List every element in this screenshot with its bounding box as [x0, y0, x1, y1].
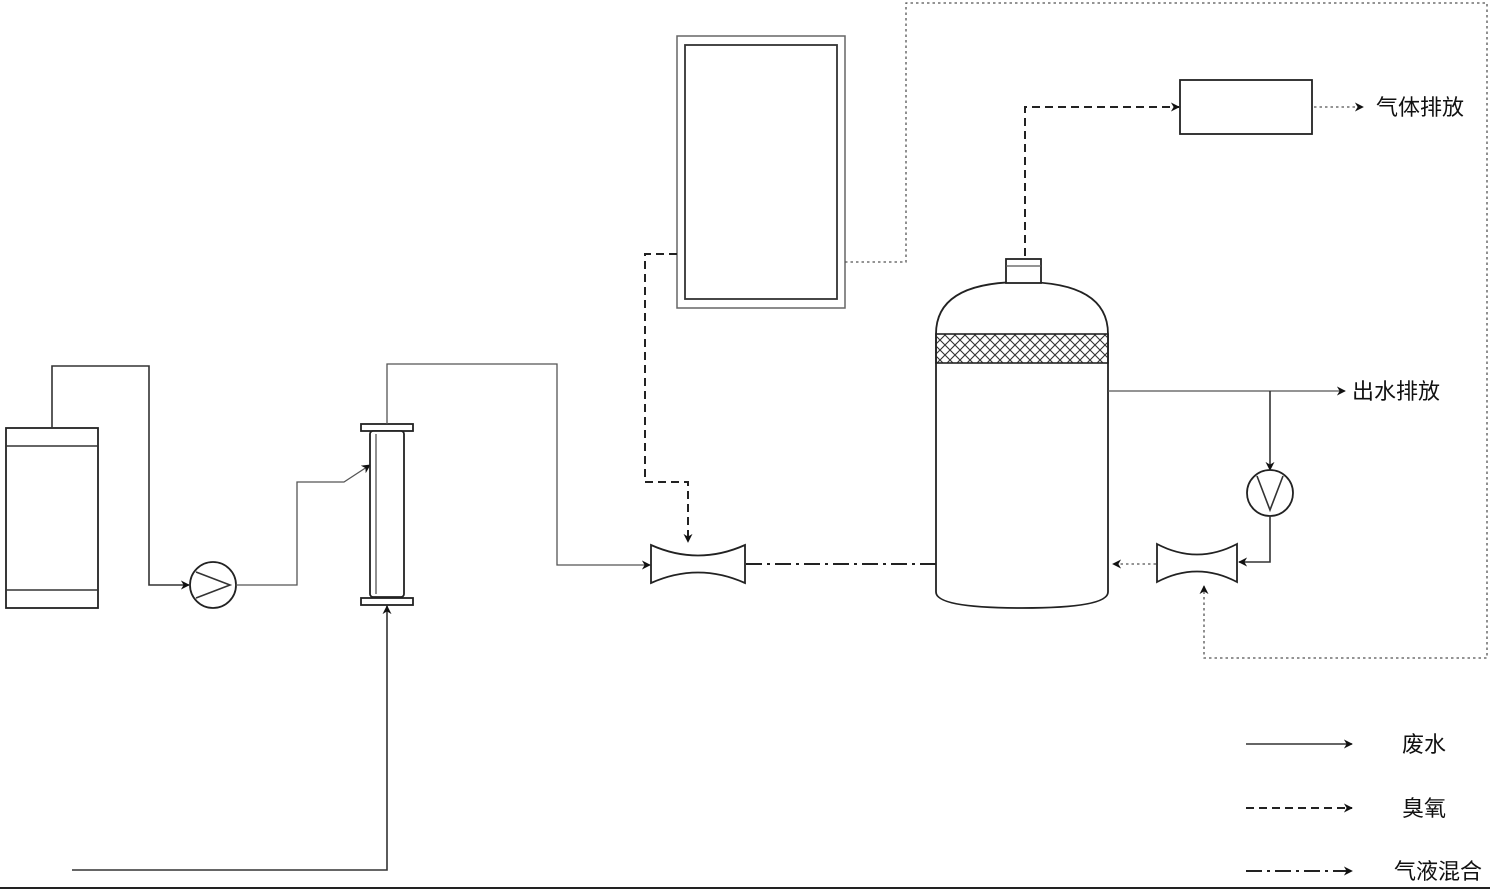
- wastewater-line-pump-to-flowmeter: [236, 464, 371, 586]
- water-outlet-label: 出水排放: [1352, 380, 1440, 405]
- ejector-venturi-left: [650, 543, 746, 585]
- legend: 废水 臭氧 气液混合: [1246, 733, 1482, 885]
- wastewater-line-tank-to-pump: [51, 365, 190, 590]
- ozone-line-to-ejector: [644, 253, 693, 543]
- legend-label-wastewater: 废水: [1402, 733, 1446, 758]
- recirculation-pump-icon: [1246, 469, 1294, 517]
- recirculation-line-to-ejector: [1238, 516, 1271, 567]
- wastewater-tank: [5, 427, 99, 609]
- reactor-top-nozzle: [1005, 258, 1042, 284]
- feed-pump-icon: [189, 561, 237, 609]
- ozone-line-to-recirculation-ejector: [845, 2, 1488, 659]
- flowmeter-column: [360, 423, 414, 606]
- legend-label-ozone: 臭氧: [1402, 797, 1446, 822]
- wastewater-line-column-to-ejector: [386, 363, 651, 570]
- legend-label-gas-liquid-mix: 气液混合: [1394, 860, 1482, 885]
- ozone-reactor-tower: [935, 258, 1109, 609]
- gas-exhaust-label: 气体排放: [1376, 96, 1464, 121]
- ejector-venturi-right: [1156, 542, 1238, 584]
- ozone-destructor-unit: [1179, 79, 1313, 135]
- wastewater-line-bottom-inlet: [72, 605, 392, 871]
- ozone-generator: [676, 35, 846, 309]
- off-gas-line: [1024, 102, 1180, 256]
